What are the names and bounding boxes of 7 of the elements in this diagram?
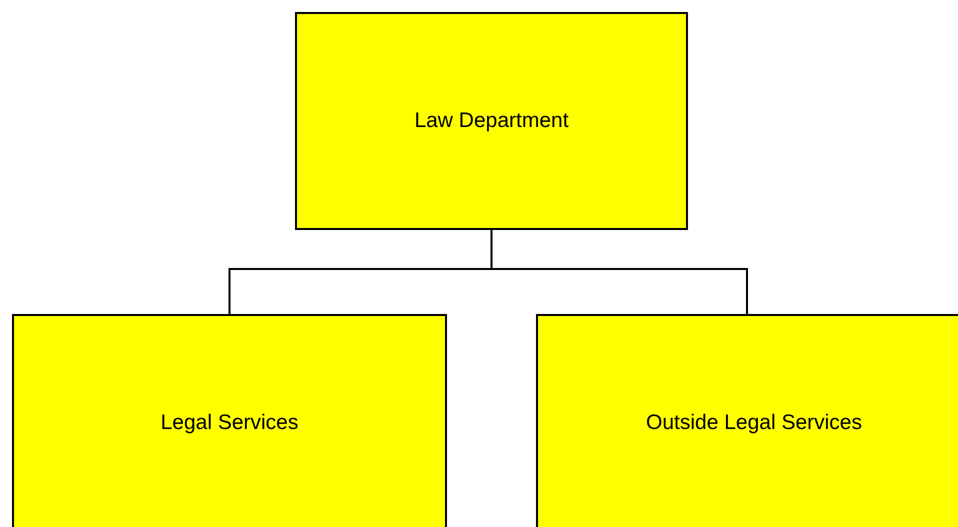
org-box [295,12,688,230]
connector-line [490,230,748,314]
org-box [536,314,958,527]
box-label: Law Department [414,109,569,133]
org-box [12,314,447,527]
box-label: Legal Services [160,411,298,435]
box-label: Outside Legal Services [646,411,862,435]
